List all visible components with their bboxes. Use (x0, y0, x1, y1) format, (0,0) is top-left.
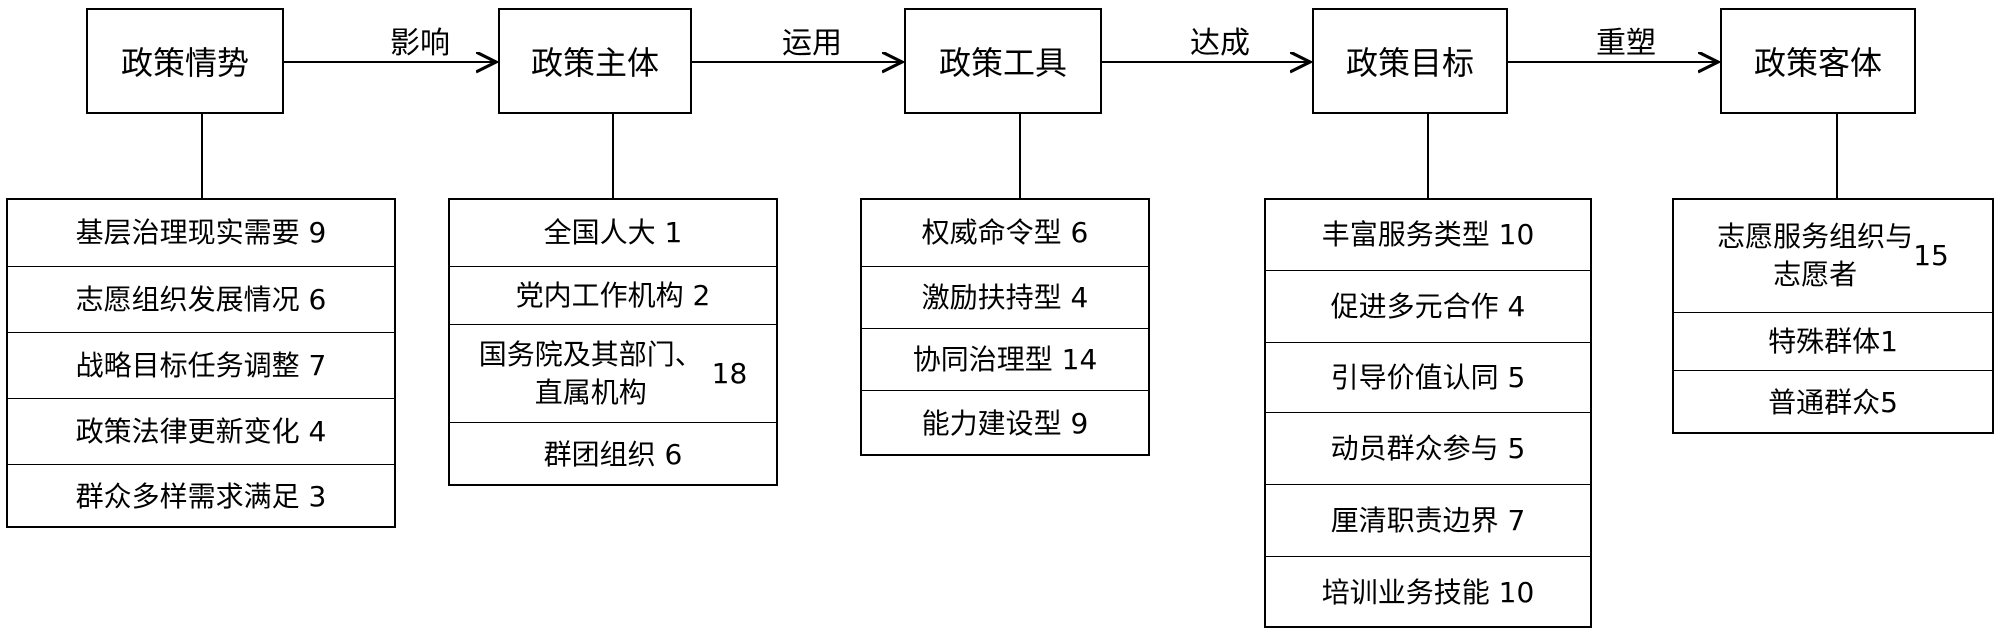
stage-goal-box: 政策目标 (1312, 8, 1508, 114)
stage-situation-box: 政策情势 (86, 8, 284, 114)
list-item: 群团组织 6 (450, 422, 776, 486)
list-item: 激励扶持型 4 (862, 266, 1148, 328)
connector-label-influence: 影响 (390, 26, 450, 61)
connector-line-tool (1019, 114, 1021, 198)
list-item: 战略目标任务调整 7 (8, 332, 394, 398)
connector-line-subject (612, 114, 614, 198)
list-item: 国务院及其部门、 直属机构 18 (450, 324, 776, 422)
stage-tool-box: 政策工具 (904, 8, 1102, 114)
list-item: 丰富服务类型 10 (1321, 218, 1535, 251)
list-item: 厘清职责边界 7 (1266, 484, 1590, 556)
list-item: 群众多样需求满足 3 (8, 464, 394, 528)
connector-label-achieve: 达成 (1190, 26, 1250, 61)
list-item: 权威命令型 6 (921, 216, 1089, 249)
list-item: 促进多元合作 4 (1266, 270, 1590, 342)
connector-line-goal (1427, 114, 1429, 198)
list-item: 政策法律更新变化 4 (8, 398, 394, 464)
situation-list: 基层治理现实需要 9 志愿组织发展情况 6 战略目标任务调整 7 政策法律更新变… (6, 198, 396, 528)
connector-line-situation (201, 114, 203, 198)
list-item: 全国人大 1 (543, 216, 683, 249)
list-item: 志愿组织发展情况 6 (8, 266, 394, 332)
list-item: 动员群众参与 5 (1266, 412, 1590, 484)
list-item: 协同治理型 14 (862, 328, 1148, 390)
connector-label-reshape: 重塑 (1596, 26, 1656, 61)
stage-object-box: 政策客体 (1720, 8, 1916, 114)
subject-list: 全国人大 1 党内工作机构 2 国务院及其部门、 直属机构 18 群团组织 6 (448, 198, 778, 486)
list-item: 培训业务技能 10 (1266, 556, 1590, 628)
list-item: 党内工作机构 2 (450, 266, 776, 324)
goal-list: 丰富服务类型 10 促进多元合作 4 引导价值认同 5 动员群众参与 5 厘清职… (1264, 198, 1592, 628)
stage-subject-box: 政策主体 (498, 8, 692, 114)
connector-label-apply: 运用 (782, 26, 842, 61)
tool-list: 权威命令型 6 激励扶持型 4 协同治理型 14 能力建设型 9 (860, 198, 1150, 456)
connector-line-object (1836, 114, 1838, 198)
list-item: 基层治理现实需要 9 (75, 216, 327, 249)
list-item: 引导价值认同 5 (1266, 342, 1590, 412)
list-item: 能力建设型 9 (862, 390, 1148, 456)
